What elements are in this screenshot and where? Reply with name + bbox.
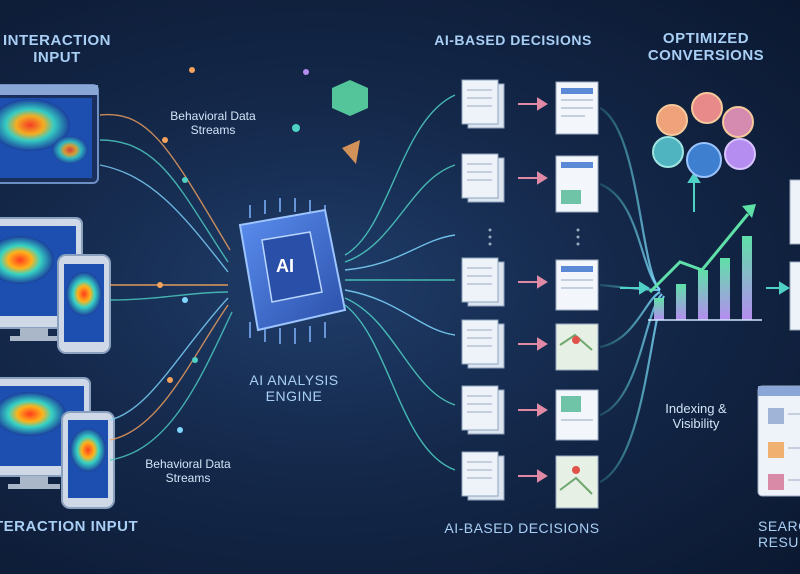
decisions-top-label: AI-BASED DECISIONS: [434, 32, 592, 48]
optimized-conversions-label: OPTIMIZED CONVERSIONS: [647, 30, 765, 65]
output-page-1: [555, 81, 599, 135]
document-stack-4: [461, 319, 505, 369]
search-results-window: [757, 385, 800, 497]
chart-arrows: [620, 172, 790, 295]
merge-flows: [599, 107, 665, 483]
output-page-3: [555, 259, 599, 311]
decisions-bottom-label: AI-BASED DECISIONS: [444, 520, 600, 536]
desktop-tablet-heatmap-middle: [0, 217, 111, 354]
interaction-input-top-label: INTERACTION INPUT: [3, 32, 111, 67]
interaction-input-bottom-label: INTERACTION INPUT: [0, 518, 139, 535]
search-results-label: SEARCH RESULTS: [758, 518, 800, 551]
audience-avatars: [652, 92, 756, 178]
document-stack-5: [461, 385, 505, 435]
right-edge-pages: [789, 179, 800, 331]
document-stack-3: [461, 257, 505, 307]
output-page-map: [555, 323, 599, 371]
floating-shapes: [189, 67, 368, 164]
document-stack-6: [461, 451, 505, 501]
indexing-visibility-label: Indexing & Visibility: [665, 401, 727, 431]
growth-chart: [648, 204, 762, 321]
stream-dots: [157, 137, 198, 433]
engine-label: AI ANALYSIS ENGINE: [249, 372, 339, 405]
ai-chip: [238, 198, 347, 344]
behavioral-streams-bottom-label: Behavioral Data Streams: [145, 457, 231, 485]
behavioral-streams-top-label: Behavioral Data Streams: [170, 109, 256, 137]
desktop-heatmap-top: [0, 84, 99, 184]
output-page-2: [555, 155, 599, 213]
ellipsis-dots: [488, 228, 580, 246]
decision-streams: [344, 94, 456, 471]
stack-arrows: [518, 97, 548, 483]
desktop-tablet-heatmap-bottom: [0, 377, 115, 509]
document-stack-1: [461, 79, 505, 129]
output-page-5: [555, 389, 599, 441]
behavioral-data-streams: [99, 113, 233, 461]
ai-chip-label: AI: [276, 256, 294, 276]
output-page-6: [555, 455, 599, 509]
document-stack-2: [461, 153, 505, 203]
